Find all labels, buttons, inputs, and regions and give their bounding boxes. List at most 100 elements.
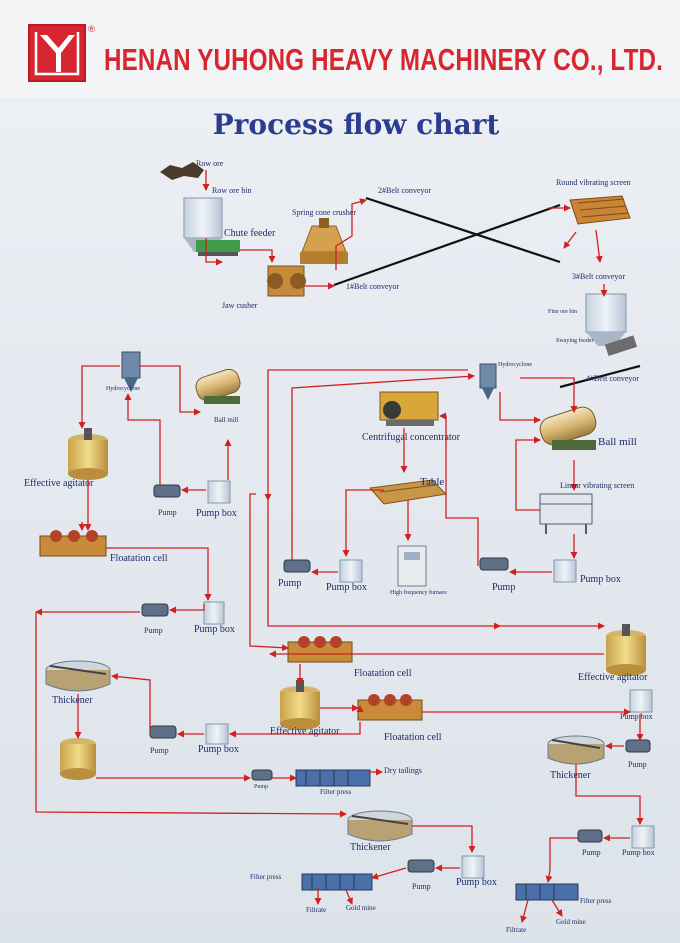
pump-right-1-icon bbox=[625, 739, 651, 753]
label-belt-conveyor-2: 2#Belt conveyor bbox=[378, 186, 432, 195]
pump-box-center-2-icon bbox=[553, 559, 577, 583]
label-filtrate-left: Filtrate bbox=[306, 906, 327, 914]
label-gold-mine-left: Gold mine bbox=[346, 904, 376, 912]
label-effective-agitator-mid: Effective agitator bbox=[270, 726, 340, 737]
label-pump-box-mid: Pump box bbox=[198, 744, 239, 755]
effective-agitator-right-icon bbox=[606, 624, 646, 676]
label-table: Table bbox=[420, 476, 445, 488]
label-pump-center-1: Pump bbox=[278, 578, 302, 589]
label-jaw-cusher: Jaw cusher bbox=[222, 301, 258, 310]
label-floatation-cell-mid2: Floatation cell bbox=[384, 732, 442, 743]
label-ball-mill-left: Ball mill bbox=[214, 416, 239, 424]
label-pump-right-2: Pump bbox=[582, 848, 601, 857]
thickener-right-icon bbox=[547, 735, 605, 765]
belt-conveyor-2 bbox=[365, 196, 561, 264]
label-pump-left-1: Pump bbox=[158, 508, 177, 517]
pump-bottom-icon bbox=[407, 859, 435, 873]
filter-press-bottom-right-icon bbox=[515, 883, 579, 901]
label-spring-cone-crusher: Spring cone crusher bbox=[292, 208, 356, 217]
pump-box-left-1-icon bbox=[207, 480, 231, 504]
pump-icons bbox=[141, 484, 651, 873]
hydrocyclone-left-icon bbox=[121, 351, 141, 392]
pump-box-mid-icon bbox=[205, 723, 229, 745]
effective-agitator-mid-icon bbox=[280, 680, 320, 730]
label-floatation-cell-mid: Floatation cell bbox=[354, 668, 412, 679]
chute-feeder-icon bbox=[196, 240, 240, 256]
label-belt-conveyor-4: 4#Belt conveyor bbox=[586, 374, 640, 383]
label-effective-agitator-right: Effective agitator bbox=[578, 672, 648, 683]
label-filter-press-bottom-left: Filter press bbox=[250, 873, 282, 881]
label-linear-vibrating-screen: Linear vibrating screen bbox=[560, 481, 635, 490]
filter-press-mid-icon bbox=[295, 769, 371, 787]
pump-box-icons bbox=[203, 480, 655, 879]
pump-left-1-icon bbox=[153, 484, 181, 498]
label-filter-press-bottom-right: Filter press bbox=[580, 897, 612, 905]
thickener-left-icon bbox=[45, 660, 111, 692]
pump-box-left-2-icon bbox=[203, 601, 225, 625]
company-name: HENAN YUHONG HEAVY MACHINERY CO., LTD. bbox=[104, 42, 663, 77]
label-pump-mid: Pump bbox=[150, 746, 169, 755]
pump-center-1-icon bbox=[283, 559, 311, 573]
thickener-bottom-icon bbox=[347, 810, 413, 842]
pump-small-icon bbox=[251, 769, 273, 781]
label-pump-small: Pump bbox=[254, 784, 269, 790]
label-hydrocyclone-left: Hydrocyclone bbox=[106, 386, 140, 392]
pump-box-right-1-icon bbox=[629, 689, 653, 713]
spring-cone-crusher-icon bbox=[300, 218, 348, 264]
label-thickener-right: Thickener bbox=[550, 770, 591, 781]
swaying-feeder-icon bbox=[604, 335, 638, 357]
floatation-cell-left-icon bbox=[39, 530, 107, 557]
effective-agitator-left-icon bbox=[68, 428, 108, 480]
flow-arrows bbox=[35, 170, 644, 923]
label-pump-box-center-2: Pump box bbox=[580, 574, 621, 585]
label-fine-ore-bin: Fine ore bin bbox=[548, 309, 577, 315]
pump-right-2-icon bbox=[577, 829, 603, 843]
label-high-frequency-furnace: High frequency furnace bbox=[390, 590, 447, 596]
label-row-ore: Row ore bbox=[196, 159, 224, 168]
label-pump-box-left-1: Pump box bbox=[196, 508, 237, 519]
label-centrifugal-concentrator: Centrifugal concentrator bbox=[362, 432, 461, 443]
label-thickener-left: Thickener bbox=[52, 695, 93, 706]
belt-conveyor-1 bbox=[333, 203, 561, 287]
agitator-thickener-left-icon bbox=[60, 738, 96, 780]
high-frequency-furnace-icon bbox=[397, 545, 427, 587]
linear-vibrating-screen-icon bbox=[539, 493, 593, 534]
label-filter-press-mid: Filter press bbox=[320, 788, 352, 796]
label-pump-box-right-1: Pump box bbox=[620, 712, 653, 721]
label-thickener-bottom: Thickener bbox=[350, 842, 391, 853]
label-belt-conveyor-3: 3#Belt conveyor bbox=[572, 272, 626, 281]
label-pump-bottom: Pump bbox=[412, 882, 431, 891]
label-swaying-feeder: Swaying feeder bbox=[556, 338, 594, 344]
ball-mill-left-icon bbox=[195, 368, 241, 404]
filter-press-bottom-left-icon bbox=[301, 873, 373, 891]
belt-conveyor-lines bbox=[333, 196, 641, 389]
label-effective-agitator-left: Effective agitator bbox=[24, 478, 94, 489]
pump-center-2-icon bbox=[479, 557, 509, 571]
page-title: Process flow chart bbox=[212, 108, 500, 141]
label-dry-tailings: Dry tailings bbox=[384, 766, 422, 775]
label-chute-feeder: Chute feeder bbox=[224, 228, 276, 239]
label-pump-center-2: Pump bbox=[492, 582, 516, 593]
hydrocyclone-right-icon bbox=[479, 363, 497, 400]
pump-mid-icon bbox=[149, 725, 177, 739]
yuhong-logo-icon bbox=[28, 24, 86, 82]
label-pump-box-right-2: Pump box bbox=[622, 848, 655, 857]
label-ball-mill-right: Ball mill bbox=[598, 436, 637, 448]
pump-box-right-2-icon bbox=[631, 825, 655, 849]
header: ® HENAN YUHONG HEAVY MACHINERY CO., LTD. bbox=[0, 0, 680, 98]
pump-box-center-1-icon bbox=[339, 559, 363, 583]
floatation-cell-mid2-icon bbox=[357, 694, 423, 721]
label-pump-box-center-1: Pump box bbox=[326, 582, 367, 593]
label-filtrate-right: Filtrate bbox=[506, 926, 527, 934]
label-row-ore-bin: Row ore bin bbox=[212, 186, 252, 195]
label-belt-conveyor-1: 1#Belt conveyor bbox=[346, 282, 400, 291]
centrifugal-concentrator-icon bbox=[379, 391, 439, 426]
label-pump-right-1: Pump bbox=[628, 760, 647, 769]
pump-left-2-icon bbox=[141, 603, 169, 617]
label-pump-box-bottom: Pump box bbox=[456, 877, 497, 888]
registered-mark: ® bbox=[87, 25, 96, 35]
belt-conveyor-4 bbox=[559, 364, 641, 389]
label-floatation-cell-left: Floatation cell bbox=[110, 553, 168, 564]
label-pump-left-2: Pump bbox=[144, 626, 163, 635]
